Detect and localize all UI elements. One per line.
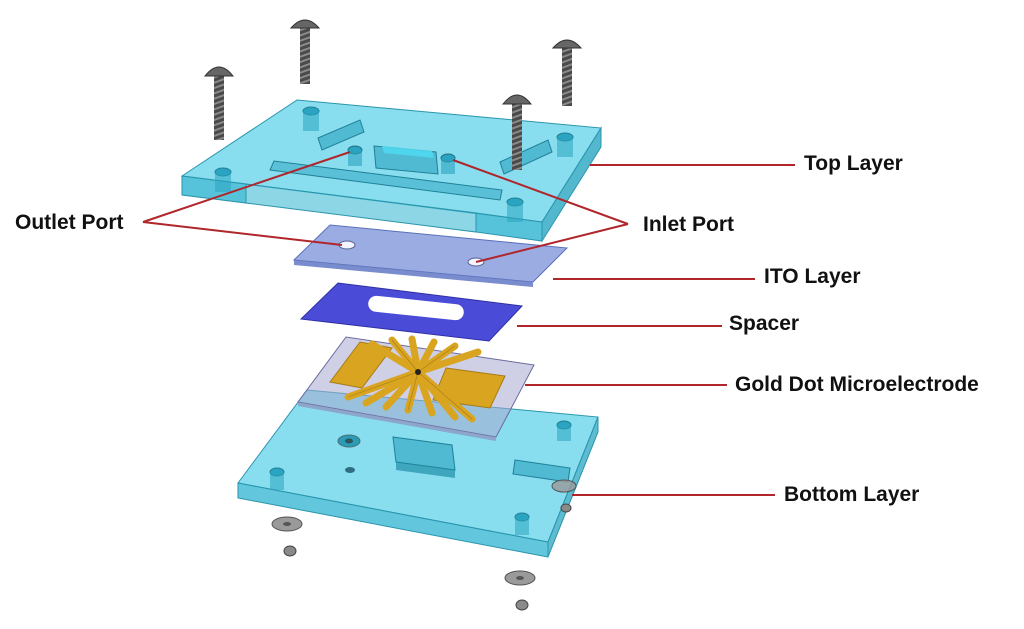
assembly-screws: [203, 19, 583, 170]
label-inlet-port: Inlet Port: [643, 213, 735, 236]
label-gold-dot-microelectrode: Gold Dot Microelectrode: [735, 373, 979, 396]
spacer-sheet: [299, 282, 524, 342]
gold-microelectrode-substrate: [297, 335, 535, 441]
ito-glass-layer: [292, 224, 569, 287]
label-outlet-port: Outlet Port: [15, 211, 124, 234]
leader-lines: [142, 151, 795, 496]
leader-line-inlet-top: [452, 159, 629, 225]
leader-line-outlet-ito: [142, 221, 343, 246]
leader-line-inlet-ito: [475, 223, 629, 263]
label-spacer: Spacer: [729, 312, 800, 335]
label-top-layer: Top Layer: [804, 152, 903, 175]
label-bottom-layer: Bottom Layer: [784, 483, 920, 506]
leader-line-outlet-top: [142, 151, 351, 223]
top-layer-plate: [180, 99, 602, 243]
washers-and-nuts: [271, 479, 577, 611]
label-ito-layer: ITO Layer: [764, 265, 861, 288]
